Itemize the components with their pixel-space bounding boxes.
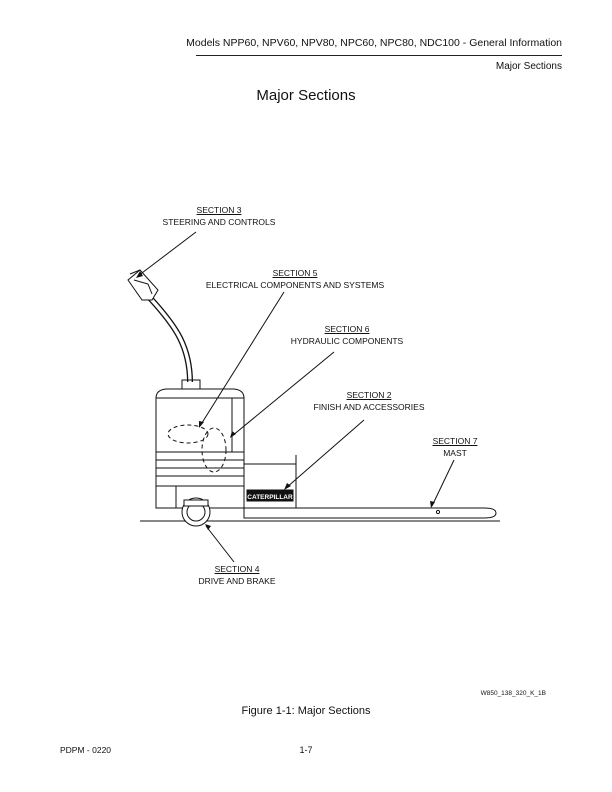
label-section-5: SECTION 5 ELECTRICAL COMPONENTS AND SYST… bbox=[205, 268, 385, 290]
label-section-7: SECTION 7 MAST bbox=[432, 436, 478, 458]
electrical-callout bbox=[167, 424, 209, 444]
tiller bbox=[147, 295, 193, 383]
label-section-6: SECTION 6 HYDRAULIC COMPONENTS bbox=[290, 324, 404, 346]
leader-section-4 bbox=[205, 525, 235, 563]
label-section-4: SECTION 4 DRIVE AND BRAKE bbox=[198, 564, 276, 586]
footer-page-number: 1-7 bbox=[299, 745, 313, 755]
leader-section-6 bbox=[231, 351, 335, 437]
hydraulic-callout bbox=[201, 427, 227, 473]
leader-section-2 bbox=[285, 419, 365, 489]
header-rule bbox=[196, 55, 562, 56]
header-subtitle: Major Sections bbox=[495, 61, 562, 72]
label-section-2: SECTION 2 FINISH AND ACCESSORIES bbox=[313, 390, 425, 412]
leader-section-3 bbox=[137, 231, 197, 277]
header-title: Models NPP60, NPV60, NPV80, NPC60, NPC80… bbox=[186, 37, 562, 49]
tiller-head bbox=[127, 269, 159, 301]
brand-plate-box bbox=[246, 489, 294, 502]
fork bbox=[243, 507, 497, 519]
leader-section-5 bbox=[199, 291, 285, 427]
figure-caption: Figure 1-1: Major Sections bbox=[241, 705, 371, 717]
label-section-3: SECTION 3 STEERING AND CONTROLS bbox=[162, 205, 276, 227]
drawing-id: W850_138_320_K_1B bbox=[480, 690, 546, 697]
footer-doc-code: PDPM - 0220 bbox=[60, 745, 112, 755]
page-title: Major Sections bbox=[256, 87, 356, 104]
leader-section-7 bbox=[431, 459, 455, 507]
brand-plate: CATERPILLAR bbox=[247, 494, 293, 501]
fork-hole bbox=[435, 509, 441, 515]
